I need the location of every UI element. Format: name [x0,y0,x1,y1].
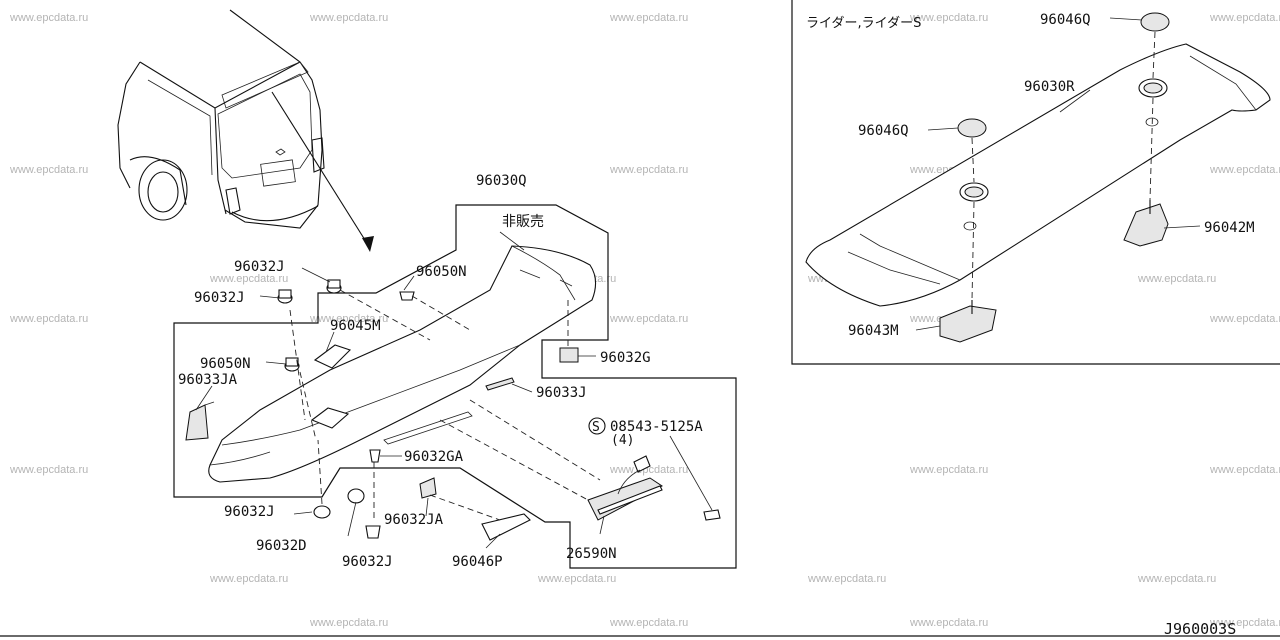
watermark: www.epcdata.ru [609,164,688,176]
watermark: www.epcdata.ru [609,12,688,24]
label-96032J-4: 96032J [342,554,393,570]
rear-spoiler [208,245,597,483]
main-spoiler-assembly: 96030Q 非販売 96032J 96032J 96050N 96045M 9… [173,173,737,570]
watermark: www.epcdata.ru [1209,464,1280,476]
label-26590N: 26590N [566,546,617,562]
watermark: www.epcdata.ru [807,573,886,585]
bracket [185,404,209,441]
inset-frame [791,0,1280,365]
watermark: www.epcdata.ru [1209,617,1280,629]
label-96050N-1: 96050N [416,264,467,280]
clip-group [277,279,579,541]
inset-leader-lines [915,17,1201,331]
watermark: www.epcdata.ru [537,573,616,585]
inset-title: ライダー,ライダーS [806,16,921,31]
inset-bracket-96042M [1123,200,1169,247]
watermark: www.epcdata.ru [9,464,88,476]
watermark: www.epcdata.ru [309,617,388,629]
label-screw-symbol: S [592,420,600,435]
watermark: www.epcdata.ru [909,12,988,24]
watermark: www.epcdata.ru [9,12,88,24]
stripe-96033J [485,377,515,391]
assembly-frame [173,204,737,569]
guide-lines [289,289,601,521]
label-96030R: 96030R [1024,79,1075,95]
label-96042M: 96042M [1204,220,1255,236]
label-96046P: 96046P [452,554,503,570]
inset-guide-lines [971,31,1156,301]
inset-grommets [957,12,1170,231]
pad-lower [310,407,350,429]
watermark: www.epcdata.ru [9,164,88,176]
label-96050N-2: 96050N [200,356,251,372]
leader-lines [195,231,713,549]
label-96033JA: 96033JA [178,372,238,388]
label-96045M: 96045M [330,318,381,334]
watermark: www.epcdata.ru [1137,273,1216,285]
pad-96045M [313,344,352,369]
diagram-code: J960003S [1164,620,1236,638]
label-96046Q-left: 96046Q [858,123,909,139]
vehicle-illustration [117,9,374,252]
label-96032J-3: 96032J [224,504,275,520]
label-96043M: 96043M [848,323,899,339]
label-96046Q-top: 96046Q [1040,12,1091,28]
label-96032JA: 96032JA [384,512,444,528]
watermark: www.epcdata.ru [609,617,688,629]
watermark: www.epcdata.ru [909,617,988,629]
label-96033J: 96033J [536,385,587,401]
label-08543-5125A: 08543-5125A [610,419,703,435]
label-qty: (4) [611,433,634,448]
watermark: www.epcdata.ru [609,313,688,325]
label-not-for-sale: 非販売 [502,214,544,230]
label-96030Q: 96030Q [476,173,527,189]
inset-bracket-96043M [939,300,997,343]
label-96032J-1: 96032J [234,259,285,275]
watermark: www.epcdata.ru [1209,313,1280,325]
screw-symbol-circle [588,417,606,435]
label-96032J-2: 96032J [194,290,245,306]
screw [703,509,721,521]
watermark: www.epcdata.ru [1137,573,1216,585]
watermark: www.epcdata.ru [209,573,288,585]
label-96032D: 96032D [256,538,307,554]
watermark: www.epcdata.ru [209,273,288,285]
brake-light-26590N [587,455,663,521]
watermark: www.epcdata.ru [309,12,388,24]
label-96032G: 96032G [600,350,651,366]
watermark: www.epcdata.ru [909,464,988,476]
label-96032GA: 96032GA [404,449,464,465]
watermark: www.epcdata.ru [1209,164,1280,176]
watermark: www.epcdata.ru [609,464,688,476]
watermark: www.epcdata.ru [9,313,88,325]
inset-panel: ライダー,ライダーS [791,0,1280,365]
watermark: www.epcdata.ru [1209,12,1280,24]
watermark: www.epcdata.ru [309,313,388,325]
